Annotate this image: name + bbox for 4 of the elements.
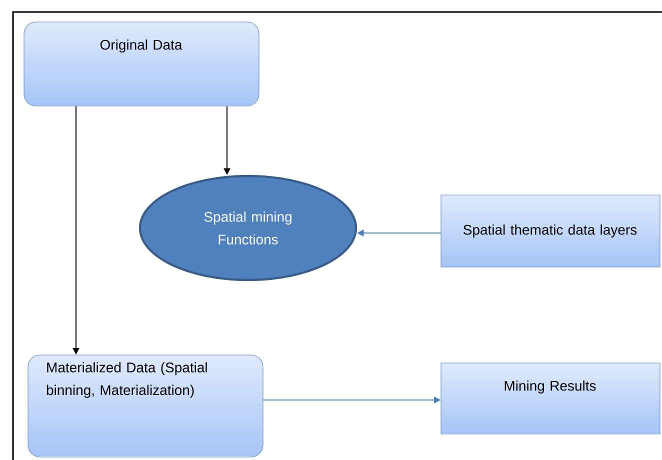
rounded-box: Materialized Data (Spatial binning, Materialization) [28, 354, 264, 458]
process-box: Mining Results [440, 362, 660, 434]
process-box: Spatial thematic data layers [440, 194, 660, 268]
rounded-box: Original Data [24, 22, 260, 106]
